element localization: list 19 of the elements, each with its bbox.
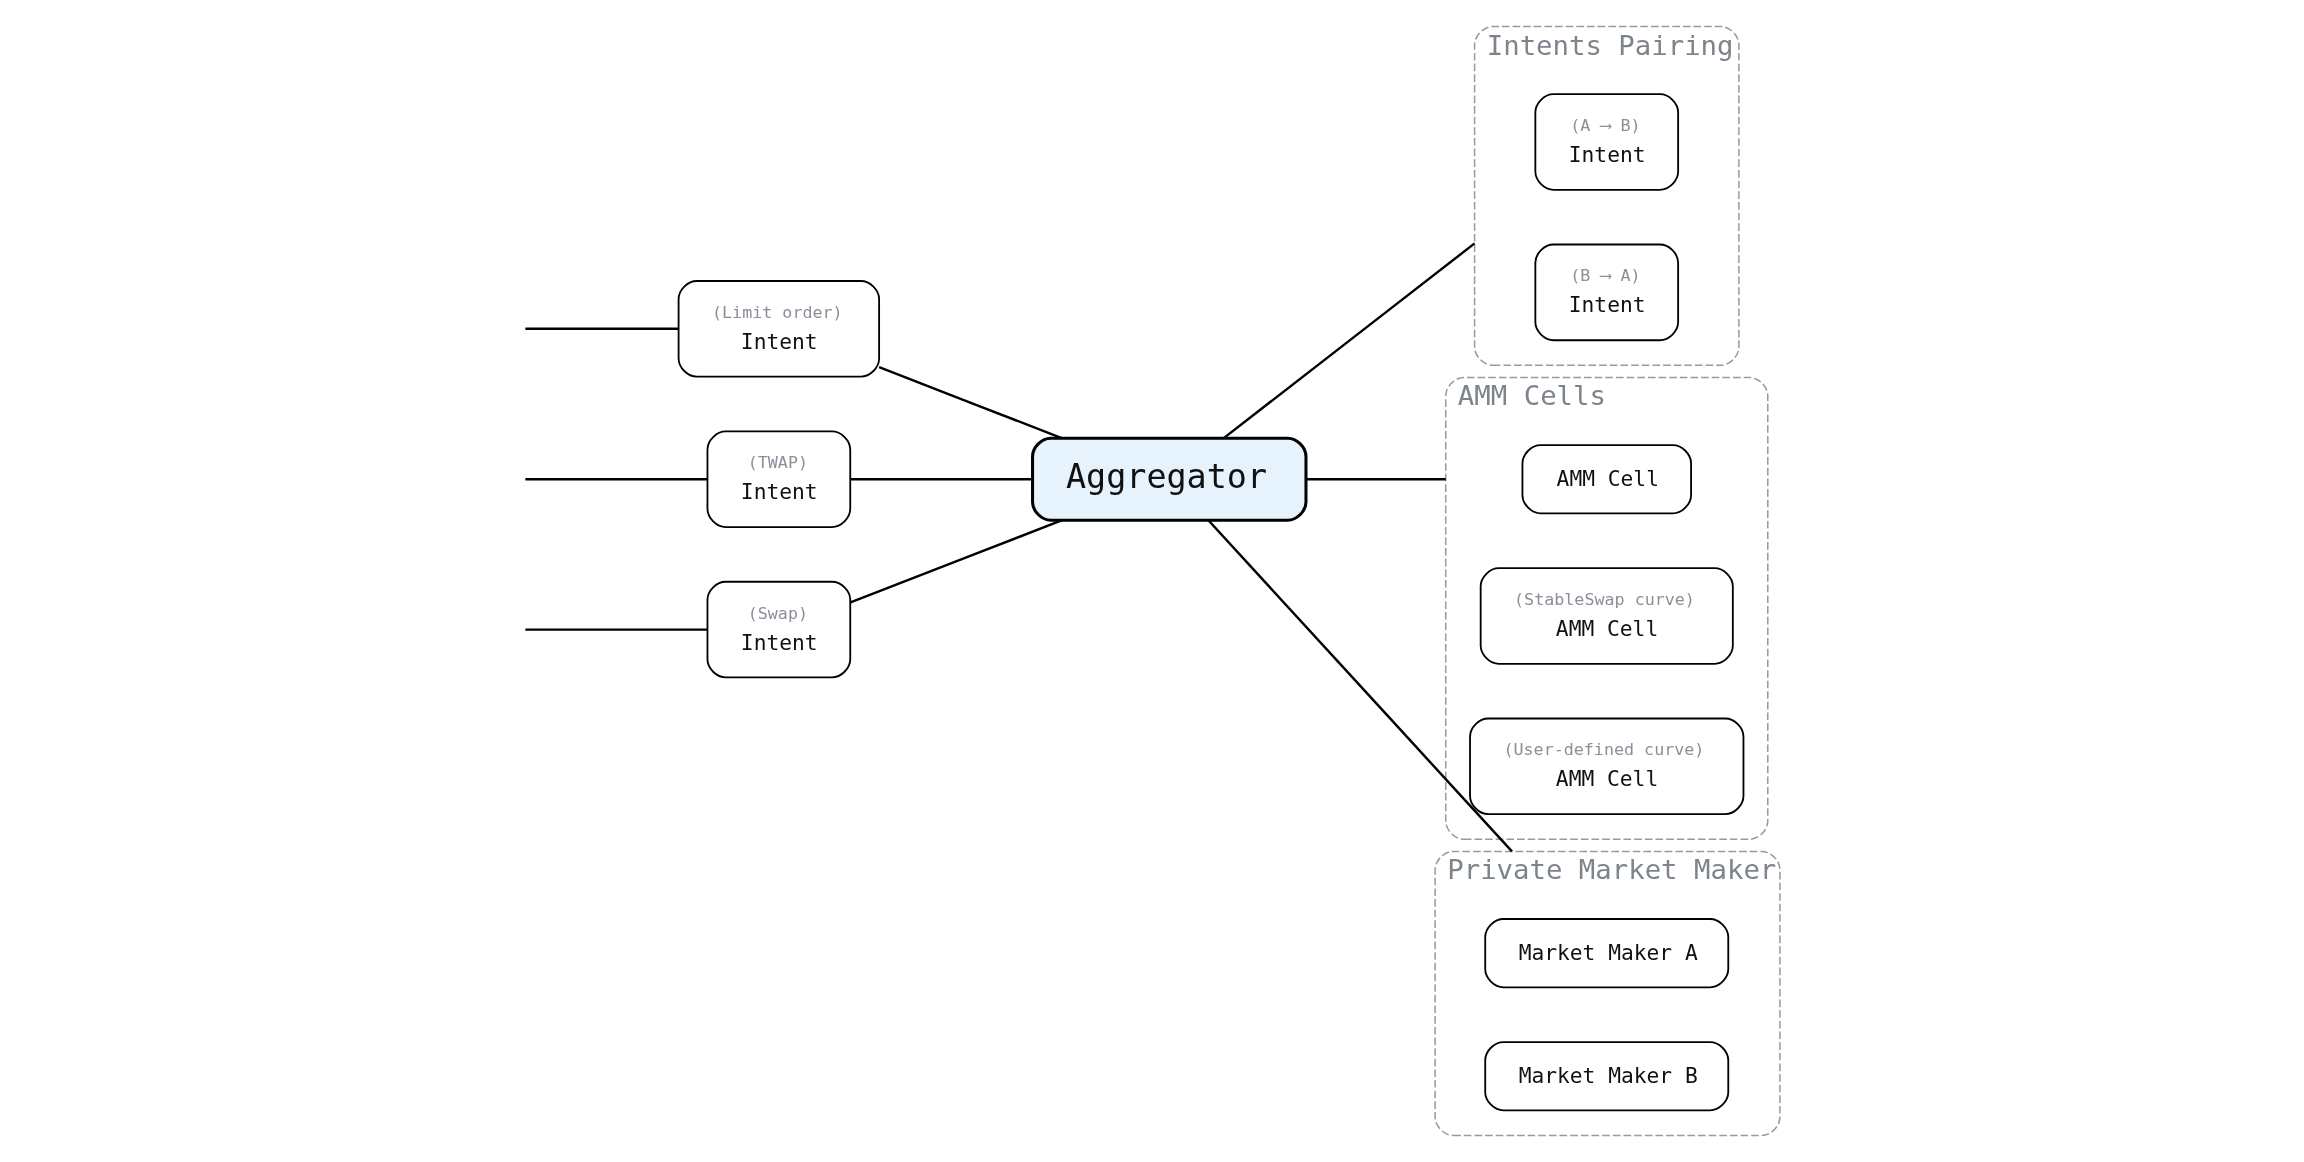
node-box: (User-defined curve) AMM Cell xyxy=(1469,717,1745,816)
connector xyxy=(878,366,1063,440)
node-box: (Swap) Intent xyxy=(706,580,852,679)
connector xyxy=(1223,242,1476,439)
node-box: AMM Cell xyxy=(1521,444,1692,515)
node-box: Aggregator xyxy=(1031,436,1308,522)
node-box: (B ⟶ A) Intent xyxy=(1534,243,1680,342)
node-box: Market Maker B xyxy=(1484,1041,1730,1112)
connector xyxy=(850,519,1063,604)
node-box: (TWAP) Intent xyxy=(706,430,852,528)
connector xyxy=(1306,478,1446,481)
node-box: (StableSwap curve) AMM Cell xyxy=(1479,567,1734,665)
connector xyxy=(525,327,678,331)
node-box: (A ⟶ B) Intent xyxy=(1534,93,1680,191)
node-box: Market Maker A xyxy=(1484,918,1730,989)
connector xyxy=(525,628,707,631)
connector xyxy=(525,478,707,481)
node-box: (Limit order) Intent xyxy=(677,280,880,378)
connector xyxy=(850,478,1033,481)
